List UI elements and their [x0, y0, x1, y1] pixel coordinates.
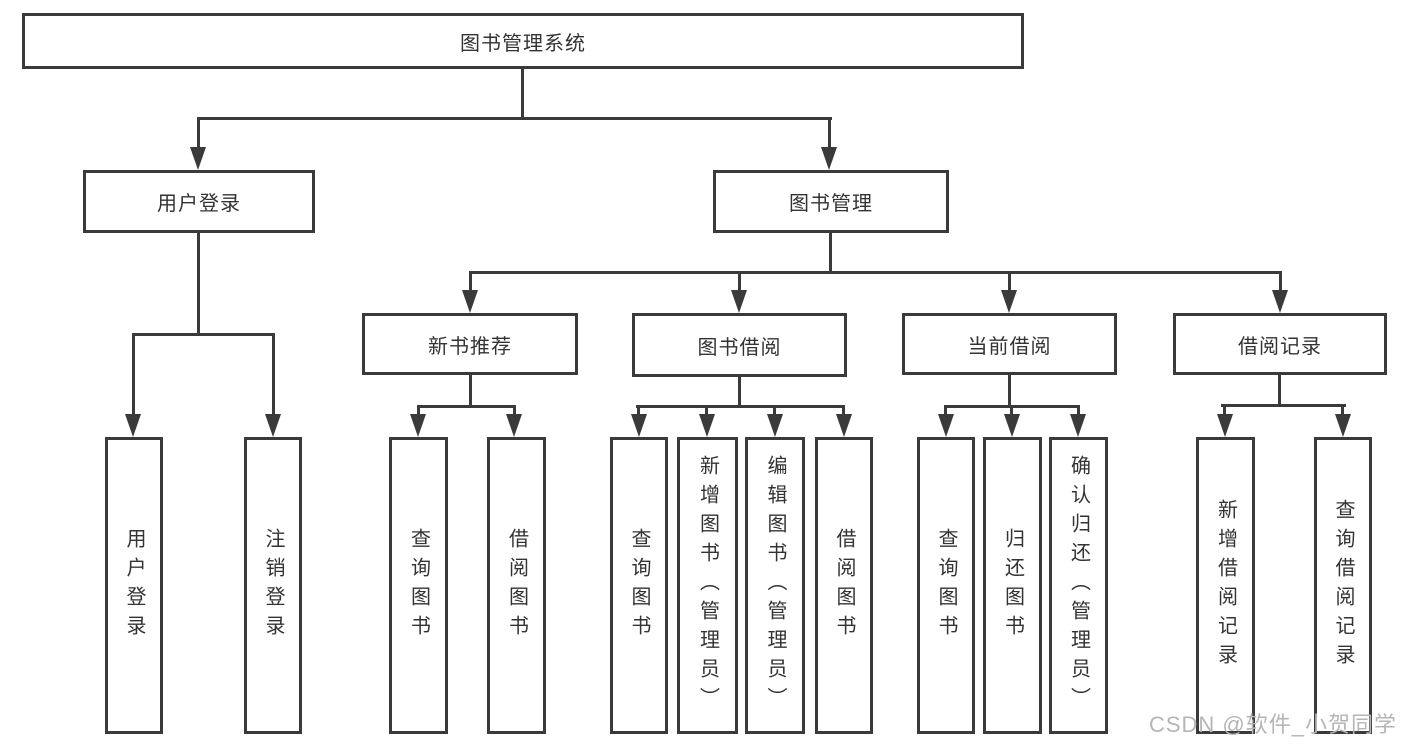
arrow-down-icon — [731, 290, 747, 313]
connector-line — [738, 271, 741, 293]
arrow-down-icon — [1001, 290, 1017, 313]
connector-line — [773, 405, 776, 417]
connector-line — [197, 117, 200, 151]
connector-line — [1279, 271, 1282, 293]
connector-line — [842, 405, 845, 417]
connector-line — [1077, 405, 1080, 417]
connector-line — [1221, 404, 1346, 407]
leaf-logout: 注销登录 — [244, 437, 302, 734]
leaf-edit-book-admin: 编辑图书（管理员） — [745, 437, 805, 734]
arrow-down-icon — [125, 414, 141, 437]
arrow-down-icon — [836, 414, 852, 437]
arrow-down-icon — [462, 290, 478, 313]
connector-line — [705, 405, 708, 417]
connector-line — [198, 117, 832, 120]
node-current-borrow: 当前借阅 — [902, 313, 1117, 375]
leaf-user-login: 用户登录 — [105, 437, 163, 734]
connector-line — [1008, 375, 1011, 408]
arrow-down-icon — [1004, 414, 1020, 437]
leaf-query-books-recommend: 查询图书 — [389, 437, 448, 734]
arrow-down-icon — [506, 414, 522, 437]
connector-line — [828, 117, 831, 151]
connector-line — [637, 405, 640, 417]
node-borrow-records: 借阅记录 — [1173, 313, 1387, 375]
connector-line — [1010, 405, 1013, 417]
connector-line — [1278, 375, 1281, 407]
connector-line — [469, 271, 472, 293]
leaf-query-books-borrow: 查询图书 — [610, 437, 668, 734]
connector-line — [417, 405, 516, 408]
connector-line — [417, 405, 420, 417]
node-root: 图书管理系统 — [22, 13, 1024, 69]
leaf-add-borrow-record: 新增借阅记录 — [1196, 437, 1255, 734]
connector-line — [469, 375, 472, 408]
arrow-down-icon — [699, 414, 715, 437]
leaf-query-books-current: 查询图书 — [917, 437, 975, 734]
leaf-confirm-return-admin: 确认归还（管理员） — [1049, 437, 1108, 734]
leaf-return-book: 归还图书 — [983, 437, 1042, 734]
arrow-down-icon — [821, 147, 837, 170]
leaf-borrow-books: 借阅图书 — [815, 437, 873, 734]
connector-line — [636, 405, 845, 408]
connector-line — [272, 333, 275, 415]
leaf-add-book-admin: 新增图书（管理员） — [677, 437, 738, 734]
node-book-borrow: 图书借阅 — [632, 313, 847, 377]
arrow-down-icon — [410, 414, 426, 437]
arrow-down-icon — [190, 147, 206, 170]
watermark: CSDN @软件_小贺同学 — [1148, 712, 1397, 737]
connector-line — [197, 233, 200, 336]
arrow-down-icon — [1070, 414, 1086, 437]
arrow-down-icon — [265, 414, 281, 437]
arrow-down-icon — [1335, 414, 1351, 437]
connector-line — [469, 271, 1282, 274]
connector-line — [1223, 404, 1226, 417]
leaf-query-borrow-record: 查询借阅记录 — [1314, 437, 1372, 734]
arrow-down-icon — [1272, 290, 1288, 313]
arrow-down-icon — [1217, 414, 1233, 437]
connector-line — [132, 333, 135, 415]
connector-line — [521, 68, 524, 120]
node-new-book-recommend: 新书推荐 — [362, 313, 578, 375]
leaf-borrow-books-recommend: 借阅图书 — [487, 437, 546, 734]
connector-line — [1341, 404, 1344, 417]
connector-line — [944, 405, 947, 417]
connector-line — [738, 377, 741, 408]
arrow-down-icon — [767, 414, 783, 437]
node-user-login: 用户登录 — [83, 170, 315, 233]
connector-line — [132, 333, 275, 336]
connector-line — [829, 233, 832, 274]
arrow-down-icon — [938, 414, 954, 437]
connector-line — [1008, 271, 1011, 293]
connector-line — [513, 405, 516, 417]
arrow-down-icon — [631, 414, 647, 437]
node-book-management: 图书管理 — [713, 170, 949, 233]
